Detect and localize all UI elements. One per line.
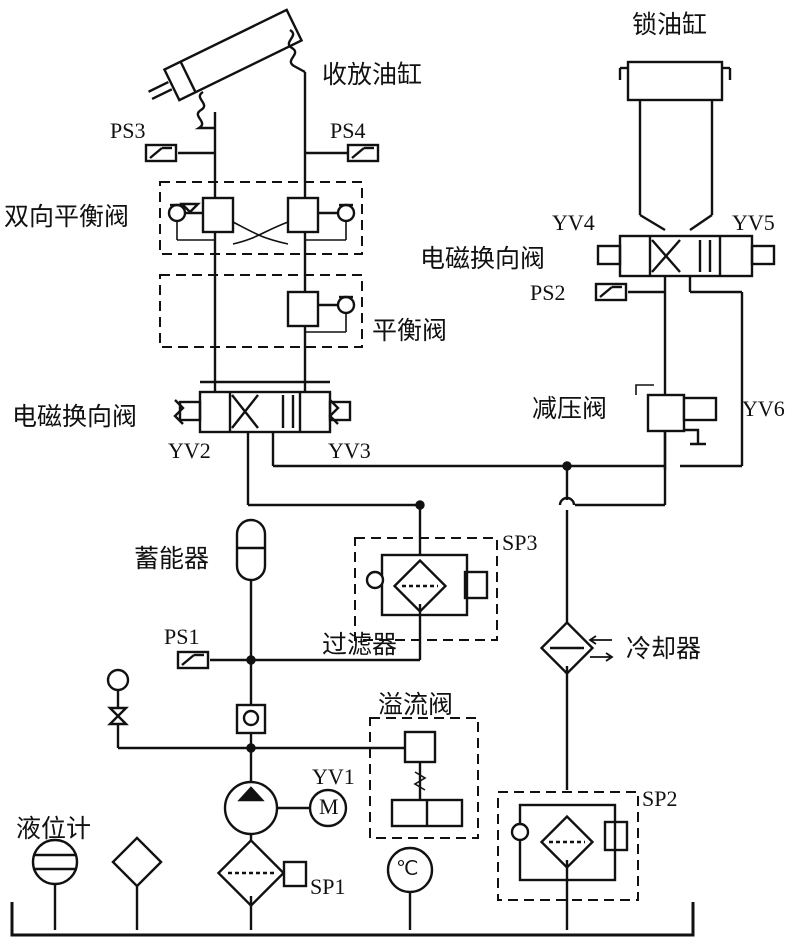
tank	[10, 902, 695, 937]
ps2-label: PS2	[530, 280, 566, 305]
retract-cylinder	[148, 8, 304, 102]
thermometer-label: ℃	[396, 858, 419, 880]
sp3-label: SP3	[502, 530, 538, 555]
hose-left	[194, 90, 215, 130]
lock-directional-valve	[618, 234, 754, 278]
level-gauge	[31, 838, 79, 886]
hose-right	[287, 28, 306, 74]
ps4-label: PS4	[330, 118, 366, 143]
yv3-label: YV3	[328, 438, 371, 463]
filter-label: 过滤器	[322, 630, 398, 659]
relief-valve-label: 溢流阀	[378, 690, 454, 719]
retract-cylinder-label: 收放油缸	[322, 60, 423, 89]
yv6-label: YV6	[742, 396, 785, 421]
balance-valve-label: 平衡阀	[372, 316, 448, 345]
level-gauge-label: 液位计	[16, 814, 92, 843]
cooler-label: 冷却器	[626, 634, 702, 663]
sp2-label: SP2	[642, 786, 678, 811]
reducing-valve-label: 减压阀	[532, 394, 608, 423]
main-solenoid-valve-label: 电磁换向阀	[12, 402, 138, 431]
dual-balance-valve-label: 双向平衡阀	[4, 202, 130, 231]
sp1-label: SP1	[310, 874, 346, 899]
yv5-label: YV5	[732, 210, 775, 235]
ps3-label: PS3	[110, 118, 146, 143]
lock-cylinder	[626, 60, 724, 102]
yv4-label: YV4	[552, 210, 595, 235]
accumulator	[235, 518, 267, 582]
yv1-label: YV1	[312, 764, 355, 789]
yv2-label: YV2	[168, 438, 211, 463]
lock-cylinder-label: 锁油缸	[632, 10, 708, 39]
motor-label: M	[319, 794, 339, 819]
ps1-label: PS1	[164, 624, 200, 649]
accumulator-label: 蓄能器	[134, 544, 210, 573]
lock-solenoid-valve-label: 电磁换向阀	[420, 244, 546, 273]
reducing-valve	[646, 393, 686, 433]
main-directional-valve	[198, 390, 332, 434]
